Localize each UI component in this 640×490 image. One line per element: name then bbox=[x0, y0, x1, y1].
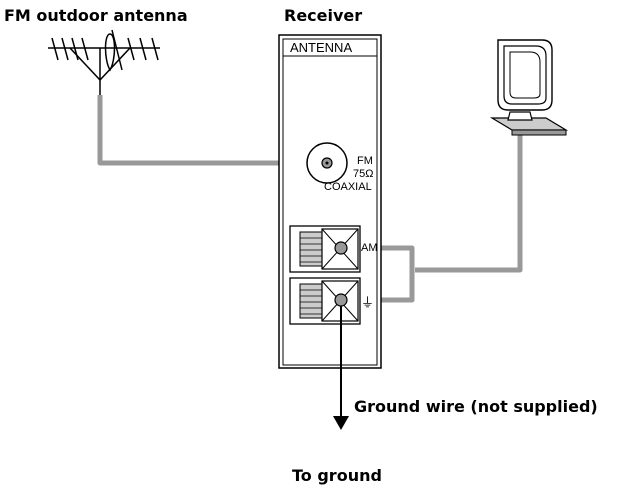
fm-coaxial-jack bbox=[306, 142, 348, 184]
fm-jack-label-line2: 75Ω bbox=[353, 168, 374, 180]
receiver-label: Receiver bbox=[284, 6, 363, 25]
fm-antenna-cable bbox=[97, 95, 305, 166]
antenna-panel-header: ANTENNA bbox=[290, 40, 353, 55]
fm-jack-label-line1: FM bbox=[357, 155, 373, 167]
am-terminal-label: AM bbox=[361, 242, 378, 254]
ground-arrow-icon bbox=[333, 416, 349, 430]
fm-outdoor-antenna-label: FM outdoor antenna bbox=[4, 6, 188, 25]
ground-wire-label: Ground wire (not supplied) bbox=[354, 397, 598, 416]
ground-symbol-icon: ⏚ bbox=[361, 295, 375, 310]
ground-terminal bbox=[289, 277, 361, 325]
fm-jack-label-line3: COAXIAL bbox=[324, 181, 372, 193]
am-loop-antenna-icon bbox=[489, 39, 569, 136]
am-loop-lead bbox=[415, 135, 523, 273]
am-terminal bbox=[289, 225, 361, 273]
to-ground-label: To ground bbox=[292, 466, 382, 485]
fm-antenna-icon bbox=[48, 29, 160, 95]
